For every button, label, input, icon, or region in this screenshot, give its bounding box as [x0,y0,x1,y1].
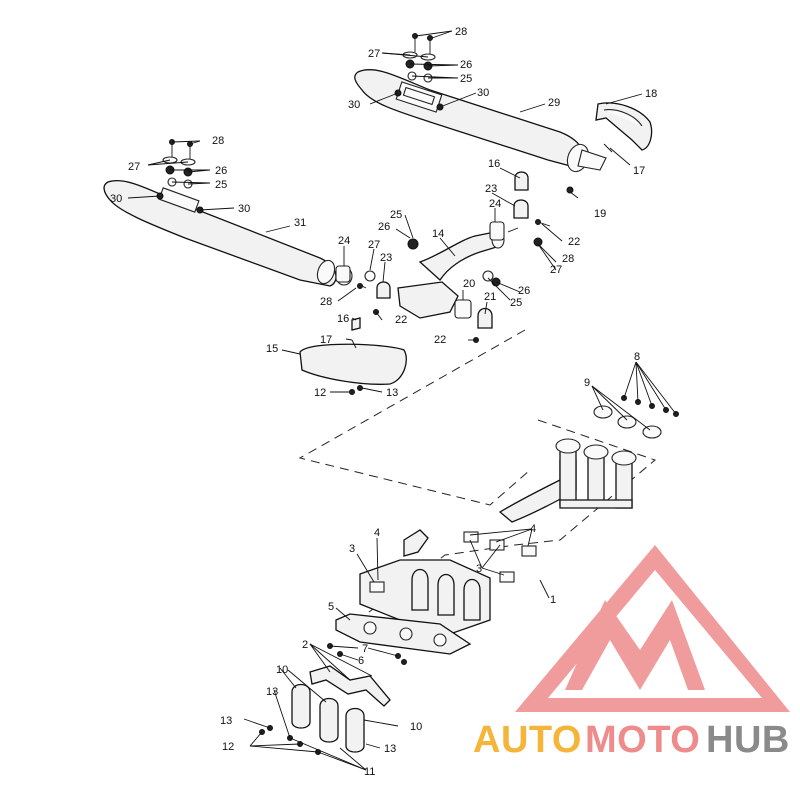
callout-22-right-a: 22 [568,236,580,248]
header-pipe-assembly [498,438,637,523]
exhaust-flange-plate [335,613,472,655]
callout-24-left: 24 [338,235,350,247]
leader-lines [127,30,677,771]
callout-20: 20 [463,278,475,290]
sleeves-and-clamps [335,171,529,329]
callout-25-right: 25 [460,73,472,85]
watermark-moto: MOTO [585,719,700,761]
callout-30-right-a: 30 [348,99,360,111]
watermark-hub: HUB [706,719,790,761]
callout-30-left-b: 30 [238,203,250,215]
callout-13-lower: 13 [220,715,232,727]
callout-17-right: 17 [633,165,645,177]
callout-25-lower: 25 [510,297,522,309]
callout-29: 29 [548,97,560,109]
callout-26-lower: 26 [518,285,530,297]
automotohub-logo [515,545,790,712]
watermark-text: AUTO MOTO HUB [473,719,790,761]
callout-25-left: 25 [215,179,227,191]
callout-13-upper: 13 [386,387,398,399]
right-muffler [354,69,607,173]
callout-23-right: 23 [485,183,497,195]
callout-27-right: 27 [368,48,380,60]
callout-22-mid: 22 [395,314,407,326]
watermark-auto: AUTO [473,719,582,761]
exhaust-port-clamps [359,529,537,635]
bracket-and-catalysts [259,665,391,755]
heat-shield-15 [299,317,407,395]
callout-18: 18 [645,88,657,100]
callout-13-mid: 13 [266,686,278,698]
callout-5: 5 [328,601,334,613]
callout-21: 21 [484,291,496,303]
callout-16-left: 16 [337,313,349,325]
callout-28-mid: 28 [562,253,574,265]
callout-17-left: 17 [320,334,332,346]
callout-4-right: 4 [530,523,536,535]
callout-30-right-b: 30 [477,87,489,99]
callout-26-left: 26 [215,165,227,177]
callout-3-left: 3 [349,543,355,555]
callout-26-mid: 26 [378,221,390,233]
callout-1: 1 [550,594,556,606]
callout-labels: 28 27 26 25 30 30 29 18 17 16 23 19 24 2… [110,26,657,778]
callout-30-left-a: 30 [110,193,122,205]
callout-12-upper: 12 [314,387,326,399]
callout-9: 9 [584,377,590,389]
callout-4-left: 4 [374,527,380,539]
callout-13-bottom: 13 [384,743,396,755]
callout-16-right: 16 [488,158,500,170]
callout-3-right: 3 [476,563,482,575]
callout-2: 2 [302,639,308,651]
callout-11: 11 [364,766,375,778]
callout-15: 15 [266,343,278,355]
callout-10-upper: 10 [276,664,288,676]
callout-22-lower: 22 [434,334,446,346]
callout-19: 19 [594,208,606,220]
callout-27-left: 27 [128,161,140,173]
hardware-stack-right [402,33,436,83]
callout-12-lower: 12 [222,741,234,753]
callout-31: 31 [294,217,306,229]
callout-28-right: 28 [455,26,467,38]
gaskets-and-nuts [593,395,679,439]
callout-8: 8 [634,351,640,363]
left-muffler [103,179,353,287]
callout-25-mid: 25 [390,209,402,221]
assembly-dashed-outline [298,329,656,631]
callout-6: 6 [358,655,364,667]
callout-7: 7 [362,643,368,655]
callout-14: 14 [432,228,444,240]
callout-28-lower: 28 [320,296,332,308]
callout-27-mid: 27 [550,264,562,276]
callout-28-left: 28 [212,135,224,147]
callout-27-left-mid: 27 [368,239,380,251]
callout-23-left: 23 [380,252,392,264]
callout-10-lower: 10 [410,721,422,733]
muffler-end-cap-18 [595,102,653,151]
callout-24-right: 24 [489,198,501,210]
callout-26-right: 26 [460,59,472,71]
